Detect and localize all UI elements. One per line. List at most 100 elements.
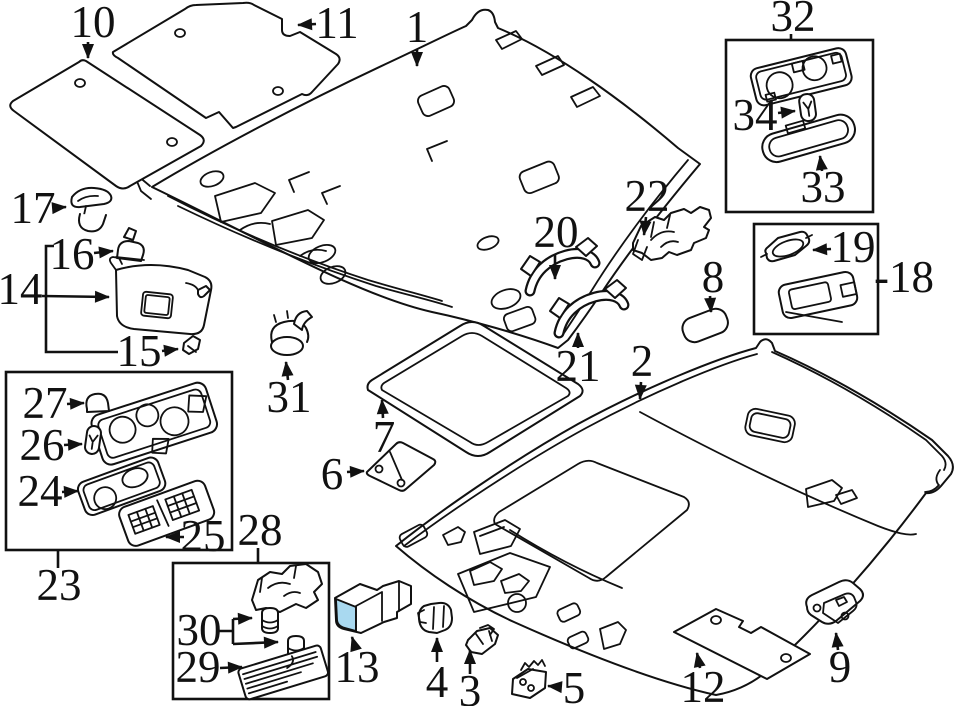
callout-15-label[interactable]: 15 [117, 326, 162, 376]
callout-10: 10 [71, 0, 116, 59]
part-19-festoon-bulb[interactable] [760, 230, 813, 263]
callout-1-label[interactable]: 1 [406, 2, 429, 52]
callout-13: 13 [335, 636, 380, 692]
part-33-lamp-lens[interactable] [758, 107, 858, 165]
part-26-bulb[interactable] [84, 425, 102, 455]
callout-19-label[interactable]: 19 [831, 222, 876, 272]
callout-20: 20 [534, 207, 579, 280]
part-14-sun-visor[interactable] [108, 256, 213, 336]
callout-28-label[interactable]: 28 [238, 505, 283, 555]
group-box-32 [724, 38, 875, 214]
callout-22-label[interactable]: 22 [625, 171, 670, 221]
callout-29-label[interactable]: 29 [176, 642, 221, 692]
callout-11: 11 [297, 0, 359, 48]
leader-arrow-8 [704, 295, 717, 313]
part-24-lamp-lens[interactable] [76, 455, 168, 517]
callout-30-label[interactable]: 30 [177, 605, 222, 655]
callout-12: 12 [681, 652, 726, 706]
leader-arrow-12 [693, 652, 706, 669]
callout-30: 30 [177, 605, 279, 655]
callout-18-label[interactable]: -18 [874, 252, 934, 302]
callout-34-label[interactable]: 34 [733, 90, 778, 140]
callout-20-label[interactable]: 20 [534, 207, 579, 257]
callout-25-label[interactable]: 25 [181, 511, 226, 561]
callout-23-label[interactable]: 23 [37, 560, 82, 610]
part-20-grab-handle[interactable] [520, 237, 601, 297]
part-3-clip[interactable] [465, 624, 499, 655]
part-28-lamp-housing[interactable] [251, 563, 323, 613]
callout-30-bracket [219, 619, 235, 644]
callout-17: 17 [11, 183, 67, 233]
part-34-bulb[interactable] [798, 93, 817, 123]
callout-2-label[interactable]: 2 [631, 336, 654, 386]
callout-26: 26 [20, 420, 83, 470]
part-5-clip[interactable] [511, 659, 547, 699]
leader-arrow-33 [815, 155, 828, 172]
part-29-lamp-lens[interactable] [237, 644, 330, 701]
callout-31-label[interactable]: 31 [267, 372, 312, 422]
callout-6-label[interactable]: 6 [321, 449, 344, 499]
leader-arrow-6 [346, 465, 365, 478]
callout-9-label[interactable]: 9 [829, 642, 852, 692]
part-21-grab-handle[interactable] [549, 279, 630, 339]
callout-32-label[interactable]: 32 [771, 0, 816, 41]
callout-6: 6 [321, 449, 365, 499]
callout-27: 27 [23, 378, 85, 428]
callout-16-label[interactable]: 16 [50, 229, 95, 279]
leader-arrow-17 [51, 202, 67, 215]
callout-1: 1 [406, 2, 429, 67]
part-16-visor-clip[interactable] [115, 227, 145, 262]
part-10-insulation-pad[interactable] [9, 59, 205, 190]
part-32-lamp-housing[interactable] [749, 46, 853, 107]
part-30-bulb-a[interactable] [261, 607, 279, 634]
part-31-coat-hook[interactable] [270, 310, 313, 356]
leader-arrow-5 [547, 681, 563, 694]
callout-27-label[interactable]: 27 [23, 378, 68, 428]
part-4-clip[interactable] [417, 601, 453, 634]
leader-arrow-16 [93, 246, 114, 259]
callout-10-label[interactable]: 10 [71, 0, 116, 47]
part-6-bracket-plate[interactable] [365, 441, 437, 492]
callout-12-label[interactable]: 12 [681, 662, 726, 706]
callout-21-label[interactable]: 21 [556, 341, 601, 391]
part-11-insulation-pad[interactable] [111, 1, 341, 129]
part-15-clip[interactable] [182, 335, 201, 355]
callout-5-label[interactable]: 5 [563, 663, 586, 706]
part-27-clip[interactable] [85, 392, 110, 413]
leader-arrow-22 [639, 216, 652, 236]
part-12-reinforcement-panel[interactable] [673, 608, 811, 680]
callout-7-label[interactable]: 7 [373, 412, 396, 462]
part-13-highlight-face [335, 597, 357, 633]
callout-14-label[interactable]: 14 [0, 264, 43, 314]
callout-23: 23 [37, 551, 82, 610]
leader-arrow-29 [219, 661, 243, 674]
part-7-sunroof-frame-seal[interactable] [366, 321, 584, 457]
leader-arrow-15 [161, 344, 179, 357]
part-17-visor-support[interactable] [70, 186, 113, 233]
leader-arrow-7 [376, 399, 389, 419]
part-8-cover-cap[interactable] [679, 306, 731, 346]
callout-15: 15 [117, 326, 179, 376]
callout-32: 32 [771, 0, 816, 41]
callout-17-label[interactable]: 17 [11, 183, 56, 233]
leader-arrow-2 [634, 381, 647, 400]
callout-26-label[interactable]: 26 [20, 420, 65, 470]
callout-4-label[interactable]: 4 [426, 657, 449, 706]
part-13-module-selected[interactable] [334, 580, 412, 634]
part-22-bracket[interactable] [632, 206, 712, 261]
callout-3-label[interactable]: 3 [459, 666, 482, 706]
callout-11-label[interactable]: 11 [315, 0, 358, 48]
callout-24-label[interactable]: 24 [18, 466, 63, 516]
callout-5: 5 [547, 663, 586, 706]
part-25-switch-panel[interactable] [117, 478, 217, 548]
leader-arrow-14 [41, 290, 110, 303]
part-18-reading-lamp[interactable] [777, 270, 859, 323]
callout-14-bracket [44, 244, 118, 354]
leader-arrow-30b [232, 636, 279, 649]
callout-3: 3 [459, 649, 482, 706]
part-9-mount-plate[interactable] [805, 579, 864, 625]
callout-8-label[interactable]: 8 [702, 252, 725, 302]
leader-arrow-31 [281, 361, 294, 381]
callout-9: 9 [829, 632, 852, 692]
